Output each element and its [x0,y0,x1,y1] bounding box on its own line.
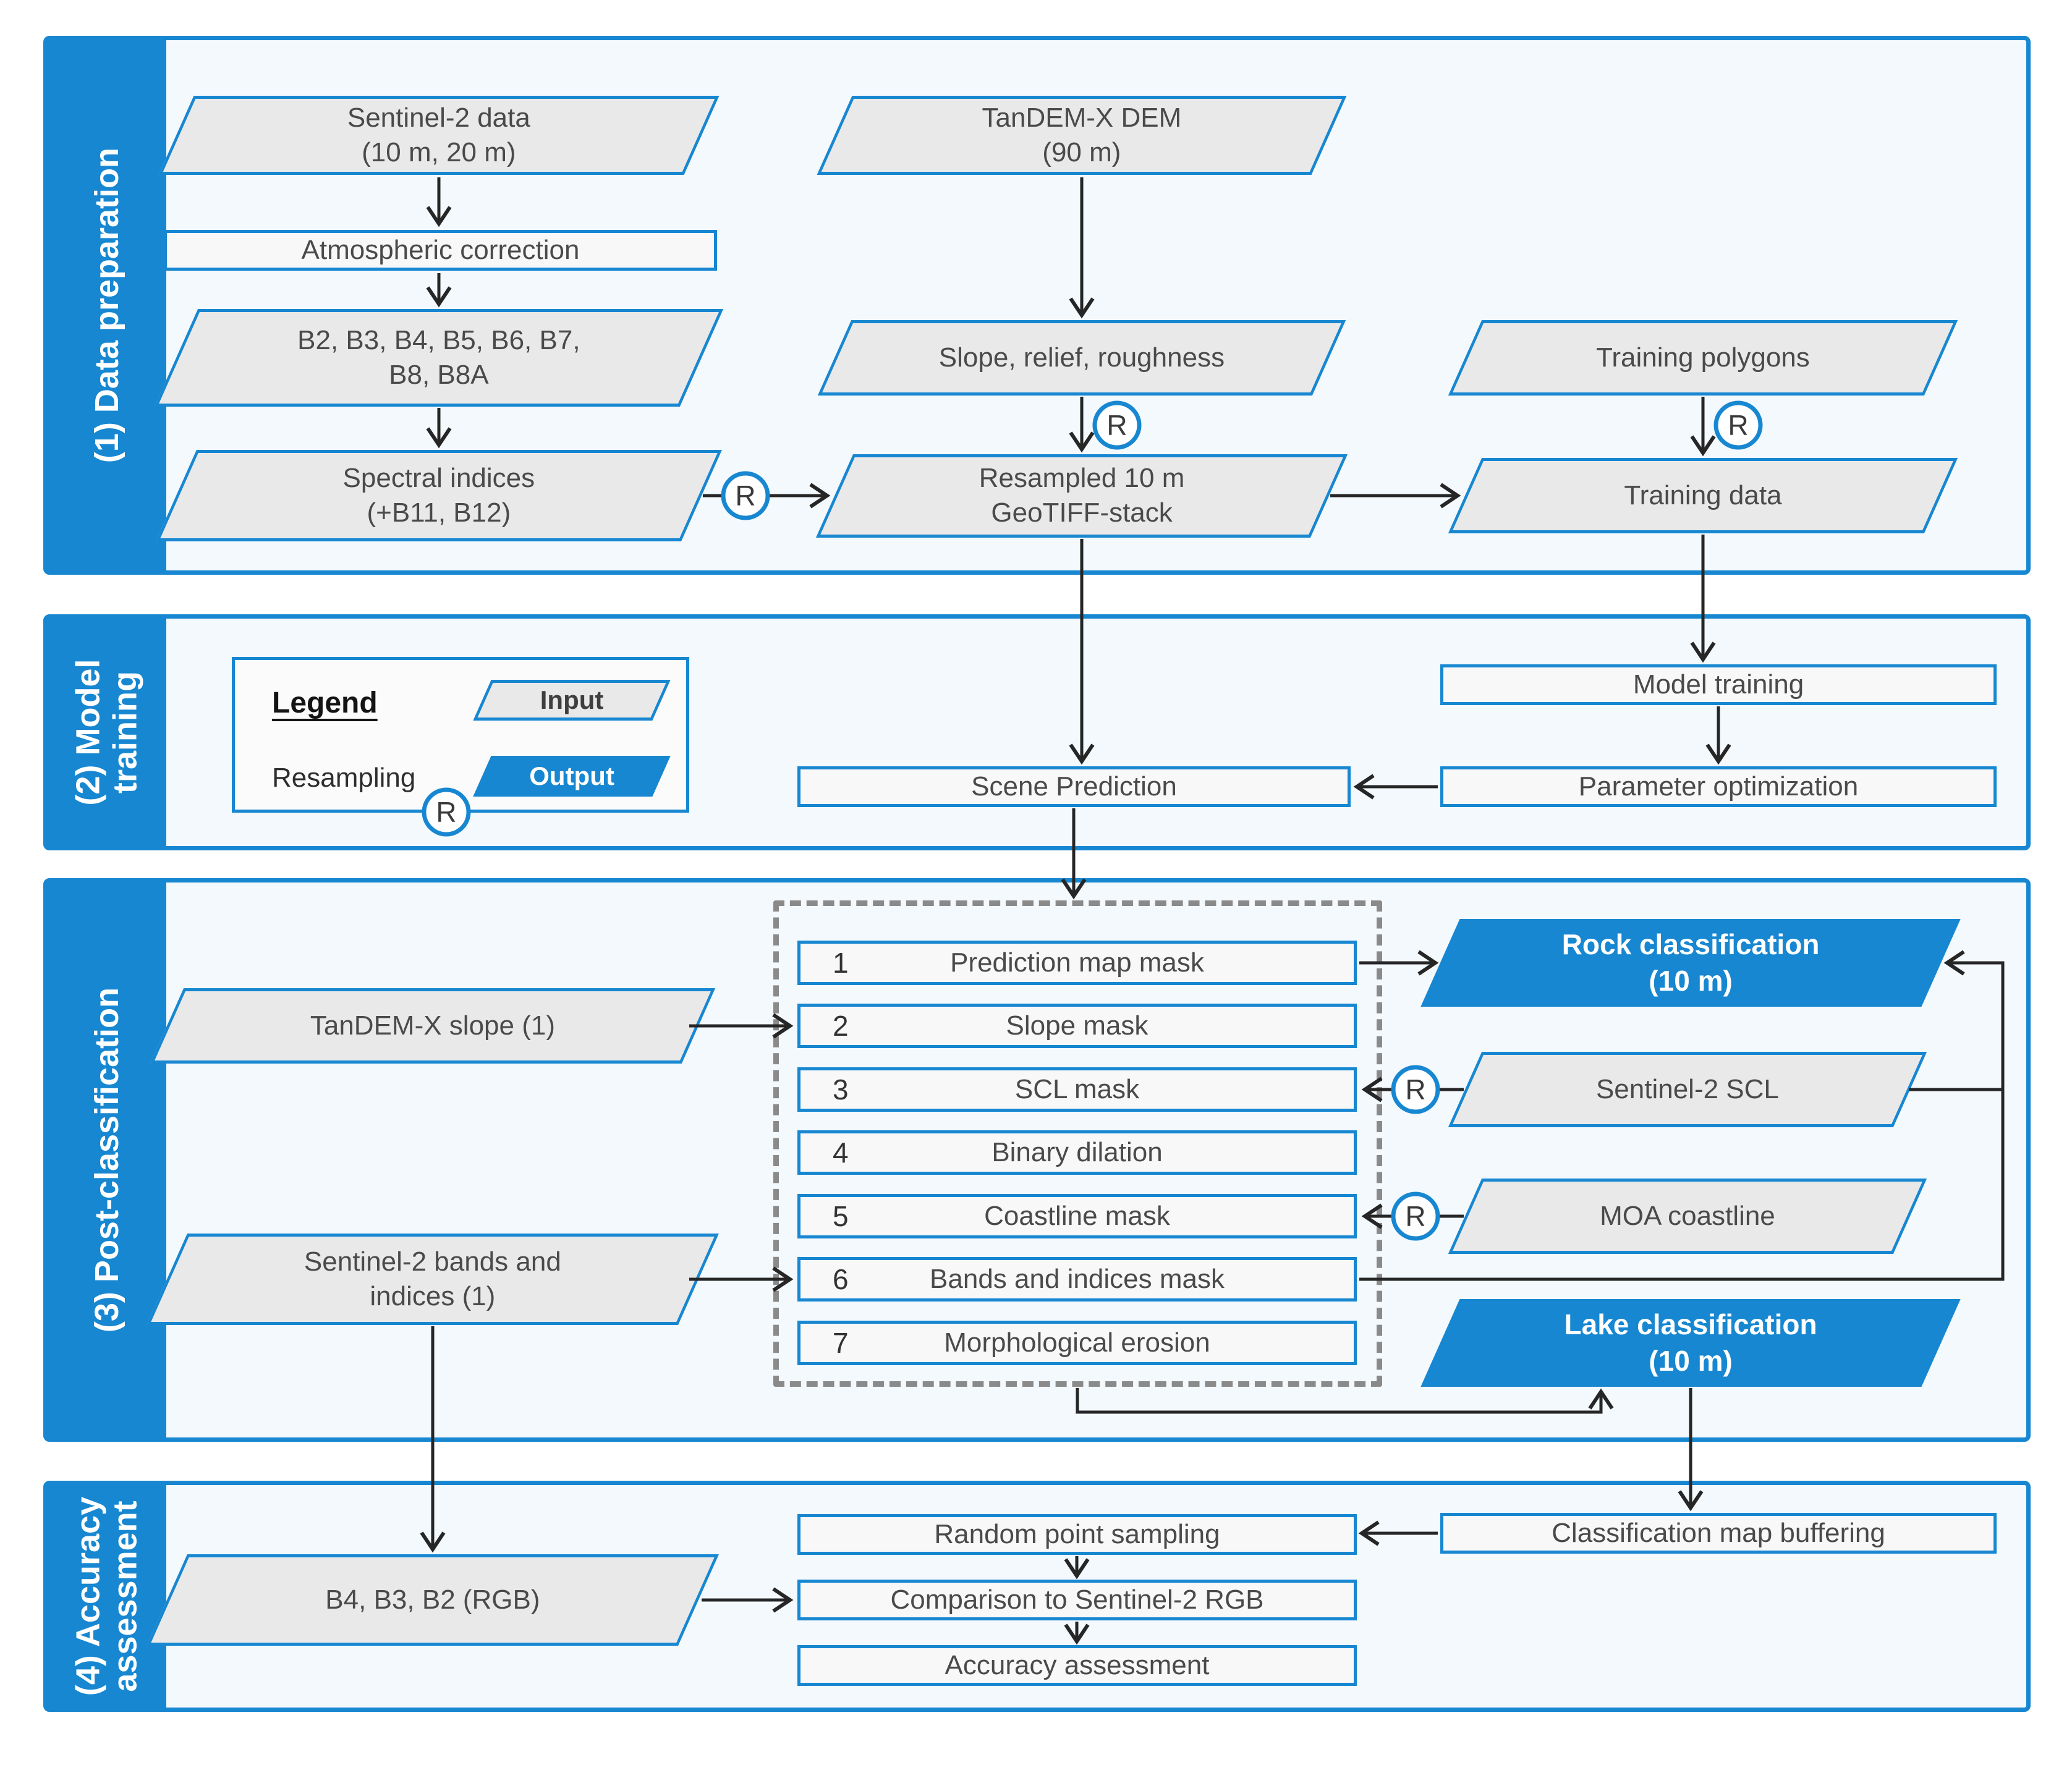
bands-line2: B8, B8A [389,360,489,390]
step-4-number: 4 [833,1136,849,1169]
spectral-indices-line2: (+B11, B12) [367,497,511,528]
node-tandem-dem: TanDEM-X DEM (90 m) [817,96,1347,175]
section-2-label: (2) Model training [69,659,144,806]
step-2-label: Slope mask [1006,1010,1149,1041]
sentinel2-data-line1: Sentinel-2 data [347,102,530,133]
step-coastline-mask: 5 Coastline mask [797,1194,1357,1238]
step-slope-mask: 2 Slope mask [797,1004,1357,1048]
moa-coastline-label: MOA coastline [1600,1200,1775,1231]
node-spectral-indices: Spectral indices (+B11, B12) [156,450,722,541]
node-scene-prediction: Scene Prediction [797,766,1351,807]
node-training-polygons: Training polygons [1448,320,1958,396]
step-7-label: Morphological erosion [944,1327,1210,1358]
b4b3b2-label: B4, B3, B2 (RGB) [325,1584,540,1615]
node-random-point-sampling: Random point sampling [797,1514,1357,1555]
node-moa-coastline: MOA coastline [1448,1179,1927,1254]
legend-input-label: Input [540,685,604,715]
lake-classification-line2: (10 m) [1649,1345,1733,1377]
resampled-line1: Resampled 10 m [979,463,1185,494]
legend-output-shape: Output [473,756,671,797]
node-atmospheric-correction: Atmospheric correction [164,230,717,271]
step-5-number: 5 [833,1200,849,1232]
legend-input-shape: Input [473,680,671,721]
legend-resampling-label: Resampling [272,763,416,793]
step-2-number: 2 [833,1010,849,1042]
node-tandem-slope: TanDEM-X slope (1) [150,988,716,1064]
training-polygons-label: Training polygons [1596,342,1810,373]
node-bands: B2, B3, B4, B5, B6, B7, B8, B8A [154,309,724,407]
rock-classification-line2: (10 m) [1649,965,1733,997]
node-s2-bands-indices: Sentinel-2 bands and indices (1) [146,1234,719,1325]
step-3-label: SCL mask [1014,1074,1140,1104]
node-lake-classification: Lake classification (10 m) [1420,1299,1961,1387]
node-model-training: Model training [1440,664,1997,705]
rock-classification-line1: Rock classification [1561,928,1820,961]
node-comparison-rgb: Comparison to Sentinel-2 RGB [797,1580,1357,1620]
section-4-label-bar: (4) Accuracy assessment [48,1485,166,1708]
step-binary-dilation: 4 Binary dilation [797,1130,1357,1175]
node-sentinel2-data: Sentinel-2 data (10 m, 20 m) [158,96,720,175]
step-3-number: 3 [833,1073,849,1106]
step-6-label: Bands and indices mask [930,1264,1225,1294]
step-scl-mask: 3 SCL mask [797,1067,1357,1112]
step-4-label: Binary dilation [991,1137,1163,1167]
tandem-dem-line1: TanDEM-X DEM [982,102,1182,133]
step-1-number: 1 [833,947,849,979]
resampled-line2: GeoTIFF-stack [991,497,1173,528]
sentinel2-scl-label: Sentinel-2 SCL [1596,1073,1779,1104]
s2-bands-indices-line2: indices (1) [370,1281,496,1311]
step-1-label: Prediction map mask [950,947,1204,978]
s2-bands-indices-line1: Sentinel-2 bands and [304,1246,561,1277]
section-2-label-bar: (2) Model training [48,619,166,846]
lake-classification-line1: Lake classification [1564,1308,1817,1341]
step-bands-indices-mask: 6 Bands and indices mask [797,1257,1357,1302]
legend-box: Legend Resampling Input Output [232,657,689,813]
node-accuracy-assessment: Accuracy assessment [797,1645,1357,1686]
node-slope-relief-roughness: Slope, relief, roughness [817,320,1346,396]
tandem-dem-line2: (90 m) [1042,137,1121,167]
section-1-label-bar: (1) Data preparation [48,40,166,570]
node-b4b3b2-rgb: B4, B3, B2 (RGB) [146,1554,719,1646]
slope-relief-roughness-label: Slope, relief, roughness [938,342,1225,373]
section-3-label: (3) Post-classification [88,987,125,1333]
training-data-label: Training data [1624,480,1782,510]
step-7-number: 7 [833,1327,849,1359]
node-sentinel2-scl: Sentinel-2 SCL [1448,1052,1927,1127]
legend-title: Legend [272,687,378,719]
node-classification-map-buffering: Classification map buffering [1440,1513,1997,1554]
step-morphological-erosion: 7 Morphological erosion [797,1321,1357,1365]
node-rock-classification: Rock classification (10 m) [1420,919,1961,1007]
node-training-data: Training data [1448,458,1958,533]
sentinel2-data-line2: (10 m, 20 m) [362,137,516,167]
section-3-label-bar: (3) Post-classification [48,882,166,1437]
section-4-label: (4) Accuracy assessment [69,1496,144,1696]
spectral-indices-line1: Spectral indices [342,462,535,493]
legend-output-label: Output [529,761,614,791]
step-6-number: 6 [833,1263,849,1295]
step-5-label: Coastline mask [984,1201,1170,1231]
section-1-label: (1) Data preparation [88,147,125,463]
section-model-training: (2) Model training [43,614,2031,850]
node-parameter-optimization: Parameter optimization [1440,766,1997,807]
bands-line1: B2, B3, B4, B5, B6, B7, [297,324,580,355]
tandem-slope-label: TanDEM-X slope (1) [310,1010,556,1041]
step-prediction-map-mask: 1 Prediction map mask [797,941,1357,985]
